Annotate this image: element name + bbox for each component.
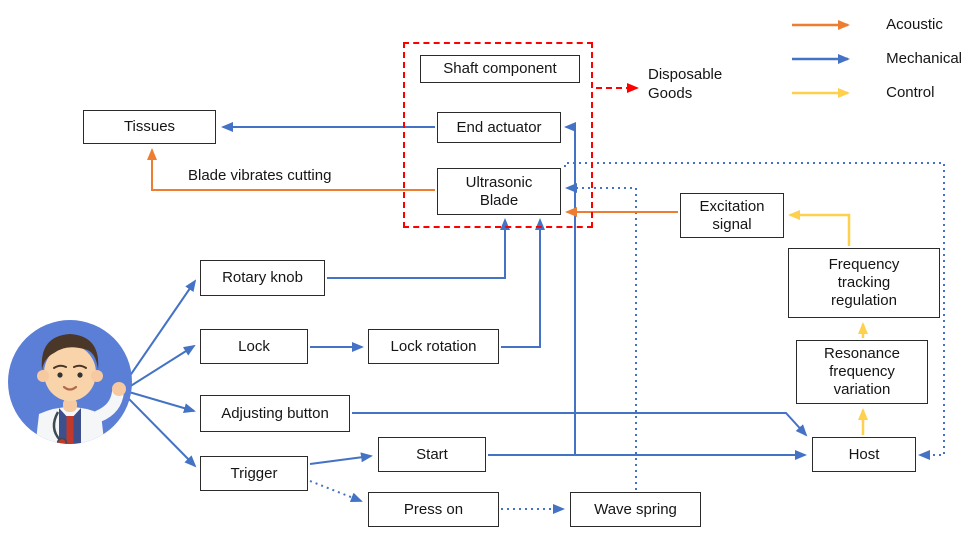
- arrow-user-to-trigger: [126, 396, 197, 468]
- disposable-goods-label: Disposable Goods: [648, 66, 723, 102]
- arrow-rotary-knob-to-blade: [327, 218, 510, 279]
- blade-vibrates-cutting-label: Blade vibrates cutting: [188, 167, 332, 184]
- legend-label-mechanical: Mechanical: [886, 50, 962, 67]
- node-press-on: Press on: [368, 492, 499, 527]
- arrow-adjusting-button-to-host: [352, 412, 808, 437]
- node-start: Start: [378, 437, 486, 472]
- node-wave-spring: Wave spring: [570, 492, 701, 527]
- doctor-avatar: [6, 306, 134, 463]
- legend: Acoustic Mechanical Control: [790, 16, 962, 101]
- node-excitation-signal: Excitation signal: [680, 193, 784, 238]
- node-end-actuator: End actuator: [437, 112, 561, 143]
- node-trigger: Trigger: [200, 456, 308, 491]
- legend-item-control: Control: [790, 84, 962, 101]
- node-adjusting-button: Adjusting button: [200, 395, 350, 432]
- node-host: Host: [812, 437, 916, 472]
- node-ultrasonic-blade: Ultrasonic Blade: [437, 168, 561, 215]
- shaft-assembly-dashed-outline: [403, 42, 593, 228]
- mechanical-arrow-icon: [792, 53, 851, 64]
- legend-item-mechanical: Mechanical: [790, 50, 962, 67]
- legend-label-acoustic: Acoustic: [886, 16, 943, 33]
- arrow-trigger-to-start: [309, 452, 373, 465]
- arrow-blade-vibrates-to-tissues: [147, 148, 435, 191]
- node-frequency-tracking-regulation: Frequency tracking regulation: [788, 248, 940, 318]
- arrow-user-to-rotary-knob: [126, 279, 197, 381]
- node-lock: Lock: [200, 329, 308, 364]
- arrow-start-to-end-actuator: [564, 122, 576, 454]
- arrow-frequency-tracking-to-excitation: [788, 210, 851, 246]
- node-rotary-knob: Rotary knob: [200, 260, 325, 296]
- node-shaft-component: Shaft component: [420, 55, 580, 83]
- acoustic-arrow-icon: [792, 19, 851, 30]
- legend-item-acoustic: Acoustic: [790, 16, 962, 33]
- node-resonance-frequency-variation: Resonance frequency variation: [796, 340, 928, 404]
- arrow-lock-rotation-to-blade: [501, 218, 545, 348]
- arrow-trigger-to-press-on: [309, 480, 363, 503]
- arrow-user-to-adjusting-button: [128, 391, 196, 413]
- node-lock-rotation: Lock rotation: [368, 329, 499, 364]
- control-arrow-icon: [792, 87, 851, 98]
- arrow-wave-spring-to-blade: [565, 183, 637, 490]
- legend-label-control: Control: [886, 84, 935, 101]
- node-tissues: Tissues: [83, 110, 216, 144]
- arrow-user-to-lock: [128, 344, 196, 388]
